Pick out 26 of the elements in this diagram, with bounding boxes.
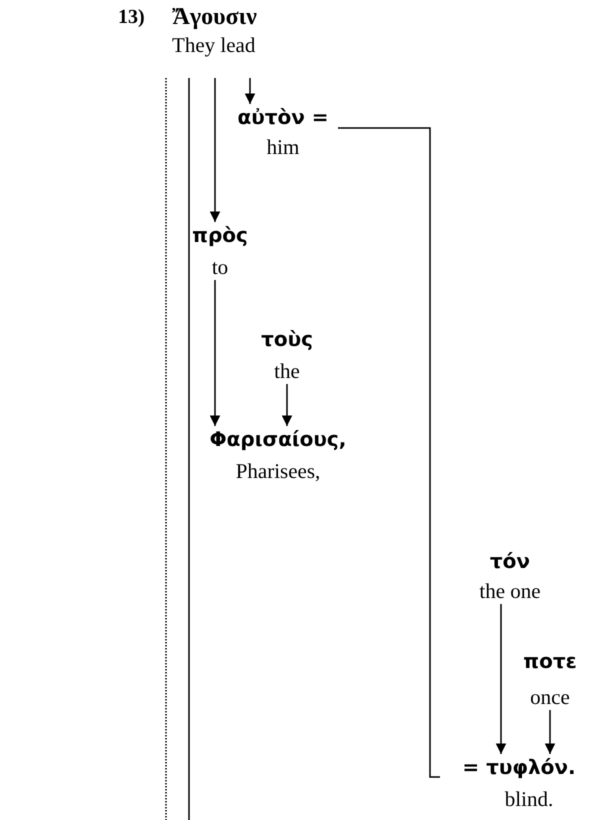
english-gloss: to <box>212 254 228 280</box>
verse-number: 13) <box>118 6 145 29</box>
baseline-line <box>188 78 190 820</box>
greek-word: αὐτὸν = <box>237 104 329 130</box>
english-gloss: the <box>274 358 300 384</box>
english-gloss: blind. <box>504 786 554 812</box>
arrow <box>244 78 256 104</box>
english-gloss: Pharisees, <box>236 458 320 484</box>
greek-word: τοὺς <box>261 326 313 352</box>
greek-word: Φαρισαίους, <box>210 426 346 452</box>
arrow <box>544 710 556 754</box>
greek-word: πρὸς <box>192 222 248 248</box>
arrow <box>282 384 292 426</box>
arrow <box>210 78 220 222</box>
greek-word: τόν <box>490 548 530 574</box>
english-gloss: They lead <box>172 32 256 58</box>
bracket-line <box>338 127 440 778</box>
greek-word: ποτε <box>523 648 577 674</box>
english-gloss: the one <box>479 578 541 604</box>
greek-word: = τυφλόν. <box>462 754 576 780</box>
english-gloss: him <box>266 134 300 160</box>
english-gloss: once <box>530 684 570 710</box>
arrow <box>210 280 220 426</box>
greek-word: Ἄγουσιν <box>172 4 257 30</box>
arrow <box>496 604 506 754</box>
dotted-line <box>165 78 167 820</box>
